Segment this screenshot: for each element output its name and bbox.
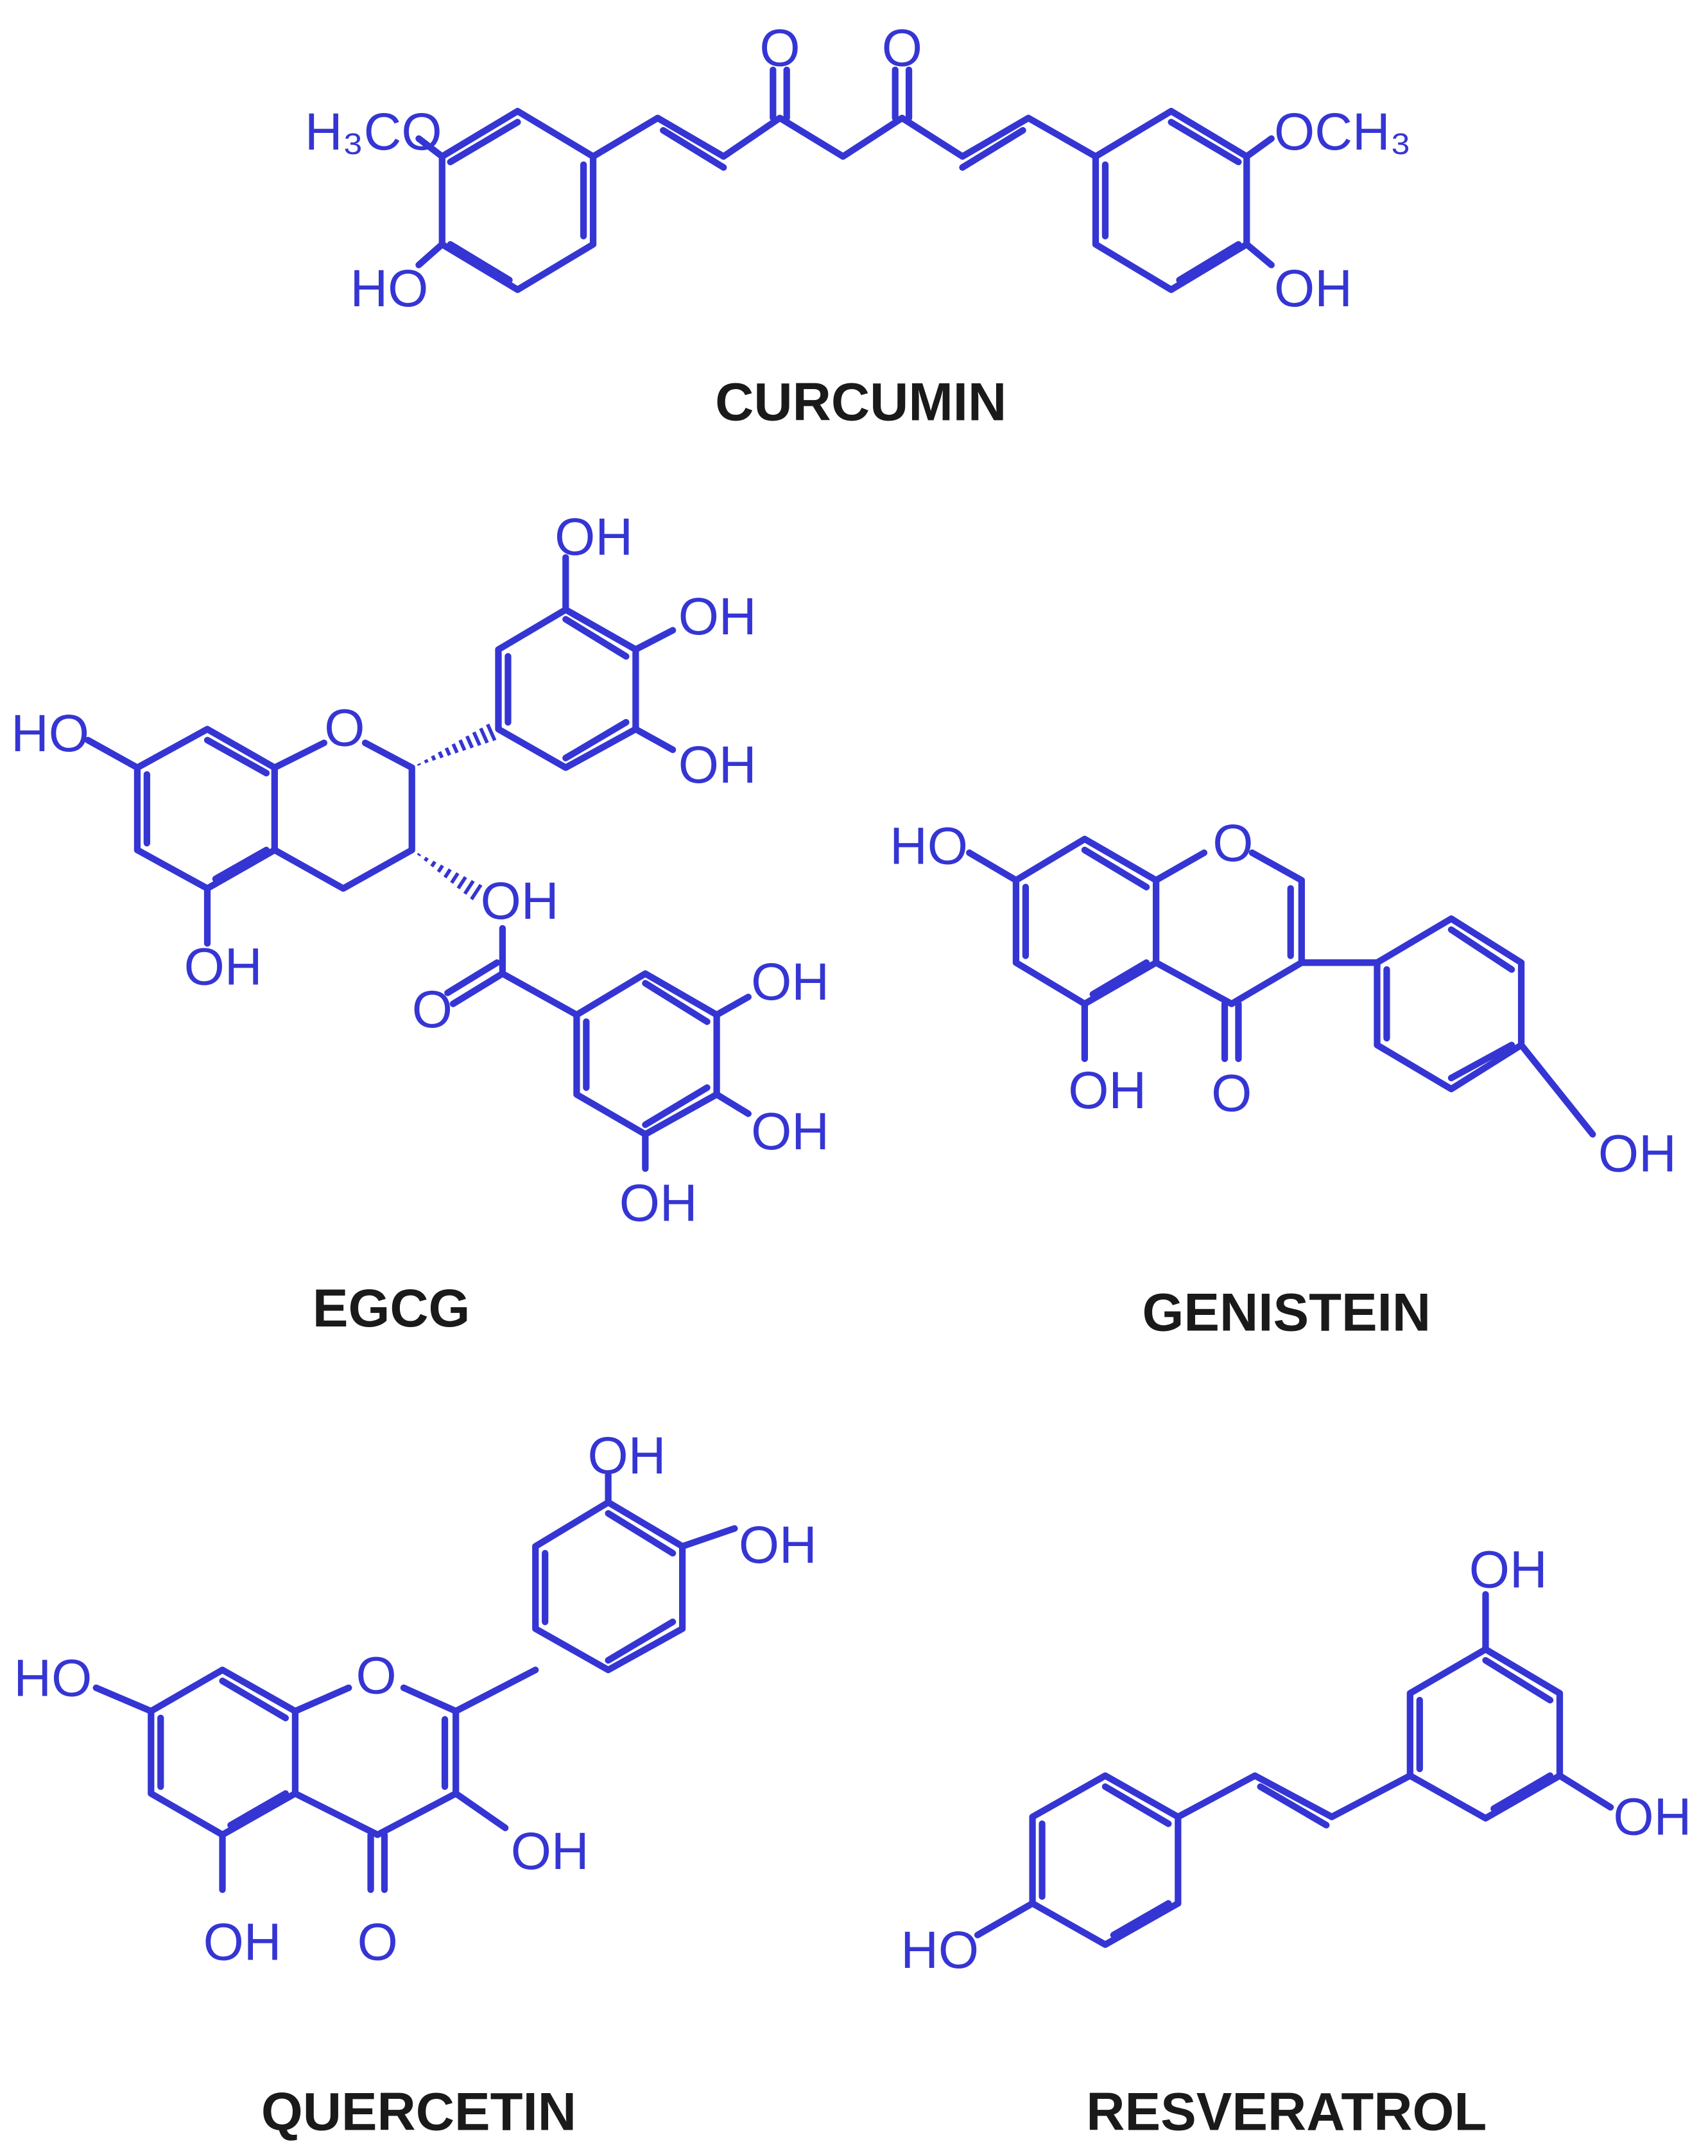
egcg-hydroxyl-g4: OH bbox=[751, 1102, 829, 1161]
curcumin-ketone-o1: O bbox=[759, 19, 800, 78]
hash-stroke bbox=[465, 735, 474, 749]
genistein-bonds bbox=[966, 835, 1596, 1138]
hash-stroke bbox=[438, 751, 444, 759]
egcg-hydroxyl-a7: HO bbox=[11, 704, 89, 763]
hash-stroke bbox=[424, 759, 429, 763]
hash-stroke bbox=[430, 860, 436, 868]
hash-stroke bbox=[470, 883, 483, 901]
hash-stroke bbox=[417, 853, 421, 856]
quercetin-hydroxyl-7: HO bbox=[13, 1649, 92, 1708]
hash-stroke bbox=[436, 864, 444, 873]
hash-stroke bbox=[479, 727, 489, 744]
genistein-hydroxyl-4p: OH bbox=[1598, 1124, 1677, 1183]
genistein-carbonyl-oxygen: O bbox=[1211, 1064, 1252, 1122]
quercetin-structure: O HO OH O OH OH OH QUERCETIN bbox=[13, 1427, 816, 2141]
egcg-hydroxyl-b5: OH bbox=[678, 736, 757, 794]
curcumin-methoxy-right: OCH₃ bbox=[1274, 103, 1411, 161]
resveratrol-hydroxyl-3: OH bbox=[1469, 1541, 1548, 1599]
curcumin-structure: O O H₃CO HO OCH₃ OH CURCUMIN bbox=[305, 19, 1411, 432]
quercetin-caption: QUERCETIN bbox=[261, 2082, 576, 2142]
quercetin-hydroxyl-4p: OH bbox=[739, 1516, 817, 1574]
egcg-hashed-bonds bbox=[417, 723, 497, 901]
genistein-hydroxyl-5: OH bbox=[1068, 1061, 1146, 1120]
curcumin-hydroxyl-right: OH bbox=[1274, 259, 1352, 318]
quercetin-hydroxyl-3p: OH bbox=[588, 1427, 666, 1485]
egcg-hydroxyl-b3: OH bbox=[678, 587, 757, 646]
hash-stroke bbox=[444, 747, 451, 756]
egcg-ester-oxygen: OH bbox=[481, 872, 559, 930]
hash-stroke bbox=[424, 856, 429, 862]
curcumin-methoxy-left: H₃CO bbox=[305, 103, 442, 161]
egcg-structure: O HO OH OH OH OH OH O OH OH OH EGCG bbox=[11, 508, 829, 1338]
curcumin-hydroxyl-left: HO bbox=[350, 259, 428, 318]
egcg-hydroxyl-g5: OH bbox=[619, 1174, 698, 1232]
hash-stroke bbox=[458, 739, 467, 751]
hash-stroke bbox=[451, 743, 459, 754]
egcg-carbonyl-oxygen: O bbox=[412, 980, 453, 1039]
quercetin-hydroxyl-5: OH bbox=[203, 1913, 282, 1971]
genistein-caption: GENISTEIN bbox=[1143, 1282, 1431, 1343]
curcumin-caption: CURCUMIN bbox=[715, 371, 1006, 431]
quercetin-bonds bbox=[92, 1472, 738, 1893]
curcumin-ketone-o2: O bbox=[882, 19, 922, 78]
resveratrol-hydroxyl-4p: HO bbox=[901, 1921, 979, 1979]
egcg-bonds bbox=[84, 554, 752, 1172]
genistein-hydroxyl-7: HO bbox=[890, 817, 968, 875]
egcg-hydroxyl-a5: OH bbox=[184, 938, 263, 996]
hash-stroke bbox=[456, 876, 467, 890]
genistein-structure: O HO OH O OH GENISTEIN bbox=[890, 814, 1677, 1343]
hash-stroke bbox=[486, 723, 497, 742]
hash-stroke bbox=[450, 872, 460, 884]
egcg-hydroxyl-b4: OH bbox=[555, 508, 633, 566]
egcg-caption: EGCG bbox=[313, 1278, 470, 1338]
hash-stroke bbox=[463, 880, 475, 895]
quercetin-carbonyl-oxygen: O bbox=[358, 1913, 398, 1971]
quercetin-hydroxyl-3: OH bbox=[511, 1822, 589, 1881]
hash-stroke bbox=[431, 755, 436, 761]
curcumin-bonds bbox=[415, 66, 1275, 293]
genistein-ring-oxygen: O bbox=[1212, 814, 1253, 873]
hash-stroke bbox=[472, 731, 481, 747]
resveratrol-caption: RESVERATROL bbox=[1086, 2082, 1487, 2142]
hash-stroke bbox=[443, 868, 452, 879]
egcg-ring-oxygen: O bbox=[324, 699, 365, 757]
resveratrol-hydroxyl-5: OH bbox=[1613, 1788, 1691, 1847]
hash-stroke bbox=[417, 763, 421, 766]
egcg-hydroxyl-g3: OH bbox=[751, 953, 829, 1011]
quercetin-ring-oxygen: O bbox=[356, 1646, 396, 1705]
resveratrol-structure: HO OH OH RESVERATROL bbox=[901, 1541, 1691, 2142]
resveratrol-bonds bbox=[974, 1591, 1614, 1948]
